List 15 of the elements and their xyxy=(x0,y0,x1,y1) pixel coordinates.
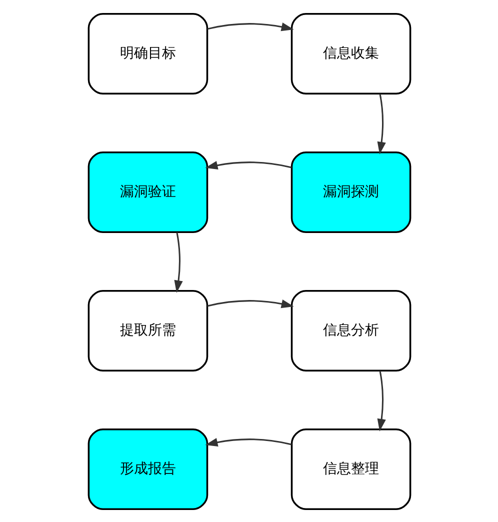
arrow xyxy=(174,232,182,292)
node-box: 明确目标 xyxy=(87,12,208,94)
arrow xyxy=(206,299,294,308)
node-box: 漏洞探测 xyxy=(290,150,411,233)
arrow xyxy=(206,22,294,31)
node-box: 漏洞验证 xyxy=(87,150,208,233)
node-box: 信息收集 xyxy=(290,12,411,94)
node-box: 信息分析 xyxy=(290,289,411,372)
arrow xyxy=(204,438,292,446)
arrow xyxy=(376,93,386,154)
arrow xyxy=(376,370,386,431)
arrow xyxy=(204,160,292,170)
node-box: 形成报告 xyxy=(87,428,208,510)
node-box: 信息整理 xyxy=(290,428,411,510)
node-box: 提取所需 xyxy=(87,289,208,372)
